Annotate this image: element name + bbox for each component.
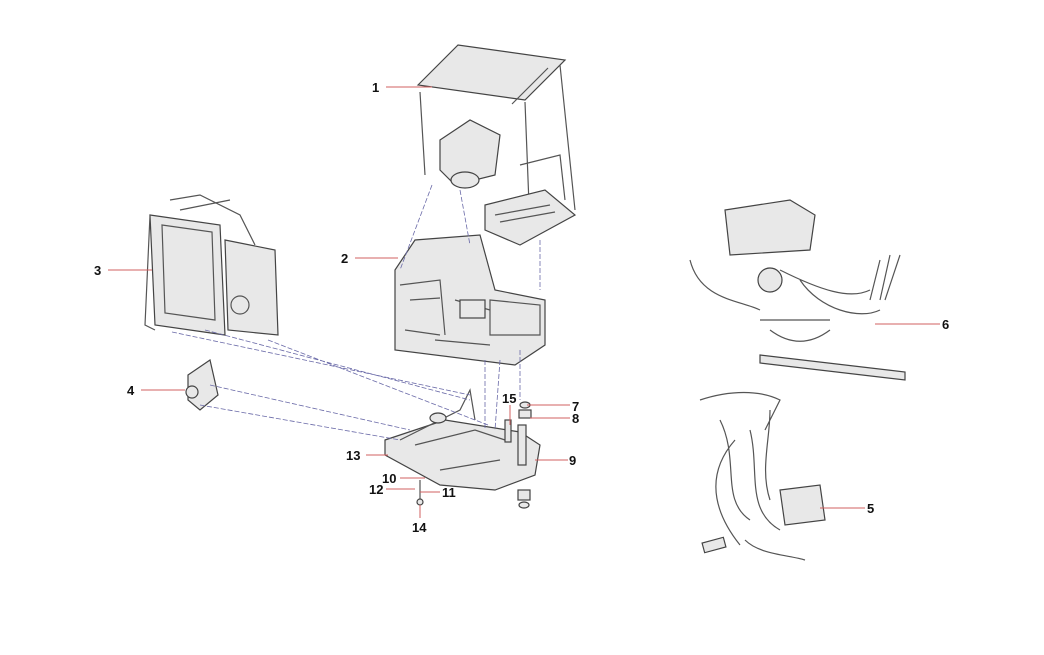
callout-10: 10 <box>382 471 396 486</box>
part-hydraulic-assembly <box>689 199 906 381</box>
callout-5: 5 <box>867 501 874 516</box>
part-frame <box>384 388 541 509</box>
part-main-body <box>394 234 546 366</box>
assembly-guide-lines <box>171 184 541 441</box>
callout-8: 8 <box>572 411 579 426</box>
callout-12: 12 <box>369 482 383 497</box>
part-canopy <box>416 44 577 246</box>
part-wiring-harness <box>699 391 826 561</box>
callout-14: 14 <box>412 520 427 535</box>
callout-3: 3 <box>94 263 101 278</box>
callout-leaders <box>108 86 940 518</box>
callout-7: 7 <box>572 399 579 414</box>
callout-4: 4 <box>127 383 135 398</box>
callout-11: 11 <box>442 485 456 500</box>
callout-15: 15 <box>502 391 516 406</box>
callout-13: 13 <box>346 448 360 463</box>
callout-2: 2 <box>341 251 348 266</box>
callout-6: 6 <box>942 317 949 332</box>
part-radiator <box>144 194 279 336</box>
callout-1: 1 <box>372 80 379 95</box>
part-bracket <box>185 359 219 411</box>
callout-9: 9 <box>569 453 576 468</box>
